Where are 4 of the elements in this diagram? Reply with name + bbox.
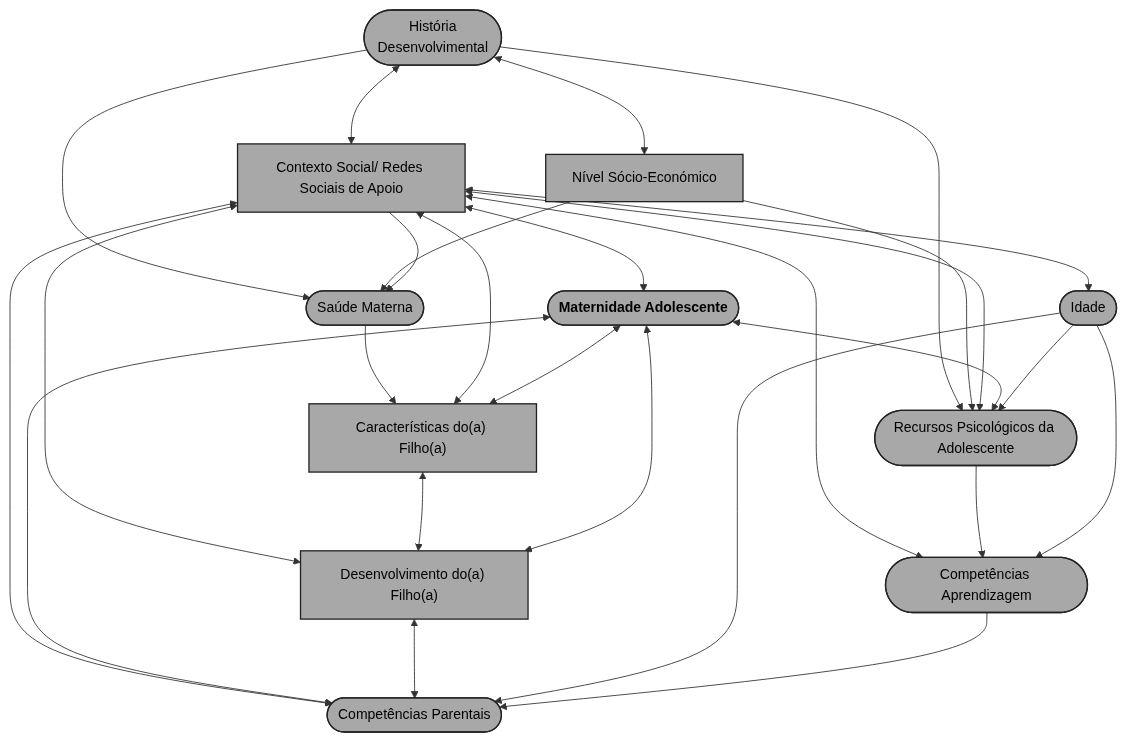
node-box: Contexto Social/ Redes Sociais de Apoio: [237, 143, 466, 213]
node-box: Características do(a) Filho(a): [308, 403, 538, 473]
node-box: Desenvolvimento do(a) Filho(a): [300, 550, 529, 620]
node-box: Nível Sócio-Económico: [545, 153, 744, 203]
